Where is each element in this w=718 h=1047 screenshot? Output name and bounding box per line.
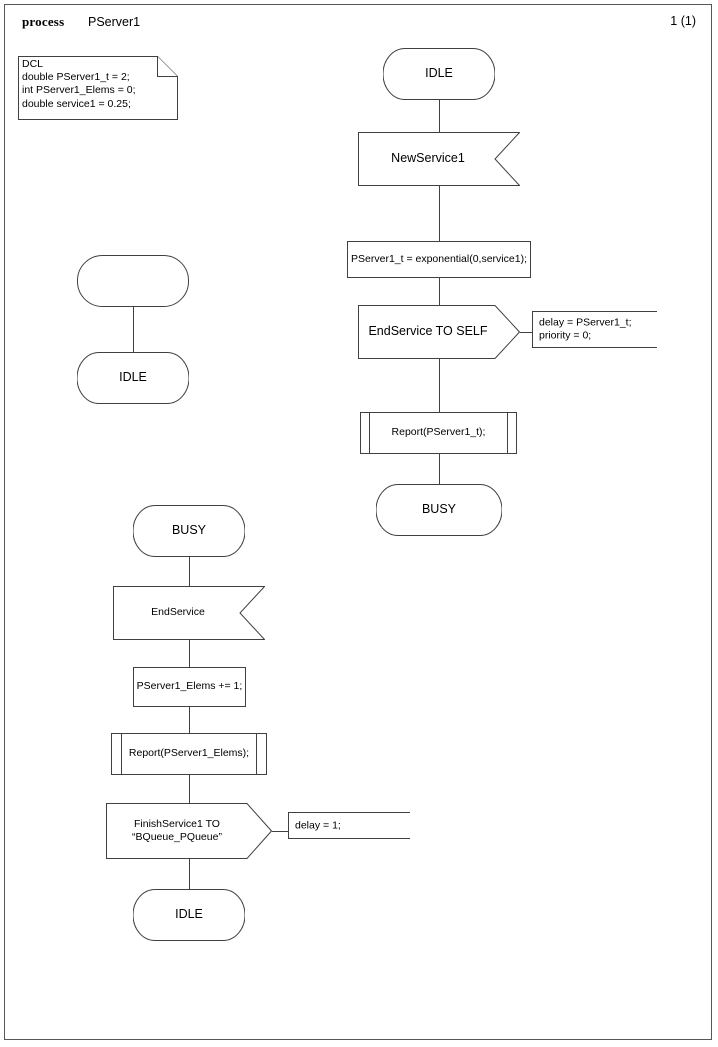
output-endservice-to-self xyxy=(358,305,520,359)
connector-procedure-to-output-2 xyxy=(189,775,190,803)
connector-idle-to-newservice xyxy=(439,100,440,132)
comment-box-1-text: delay = PServer1_t; priority = 0; xyxy=(539,316,632,342)
connector-endservice-to-task xyxy=(189,640,190,667)
comment-connector-2 xyxy=(272,831,288,832)
task-increment-elems xyxy=(133,667,246,707)
dcl-note: DCL double PServer1_t = 2; int PServer1_… xyxy=(18,56,178,120)
state-busy-bottom xyxy=(133,505,245,557)
state-idle-top xyxy=(383,48,495,100)
input-newservice1 xyxy=(358,132,520,186)
procedure-call-report-elems xyxy=(111,733,267,775)
connector-start-to-idle xyxy=(133,307,134,352)
process-name: PServer1 xyxy=(88,15,141,29)
connector-procedure-to-busy xyxy=(439,454,440,484)
connector-busy-to-endservice xyxy=(189,557,190,586)
start-symbol xyxy=(77,255,189,307)
comment-box-2-text: delay = 1; xyxy=(295,818,341,831)
state-busy-next xyxy=(376,484,502,536)
process-keyword: process xyxy=(22,14,65,29)
page-border xyxy=(4,4,712,1040)
output-finishservice1 xyxy=(106,803,272,859)
connector-task-to-output xyxy=(439,278,440,305)
comment-box-2: delay = 1; xyxy=(288,812,410,839)
connector-newservice-to-task xyxy=(439,186,440,241)
page-number: 1 (1) xyxy=(670,14,696,28)
procedure-call-report-t xyxy=(360,412,517,454)
dcl-note-text: DCL double PServer1_t = 2; int PServer1_… xyxy=(22,58,136,110)
state-idle-mid xyxy=(77,352,189,404)
connector-task-to-procedure-2 xyxy=(189,707,190,733)
connector-output-to-idle xyxy=(189,859,190,889)
input-endservice xyxy=(113,586,265,640)
comment-box-1: delay = PServer1_t; priority = 0; xyxy=(532,311,657,348)
task-set-pserver1-t xyxy=(347,241,531,278)
comment-connector-1 xyxy=(520,332,532,333)
state-idle-bottom xyxy=(133,889,245,941)
connector-output-to-procedure xyxy=(439,359,440,412)
